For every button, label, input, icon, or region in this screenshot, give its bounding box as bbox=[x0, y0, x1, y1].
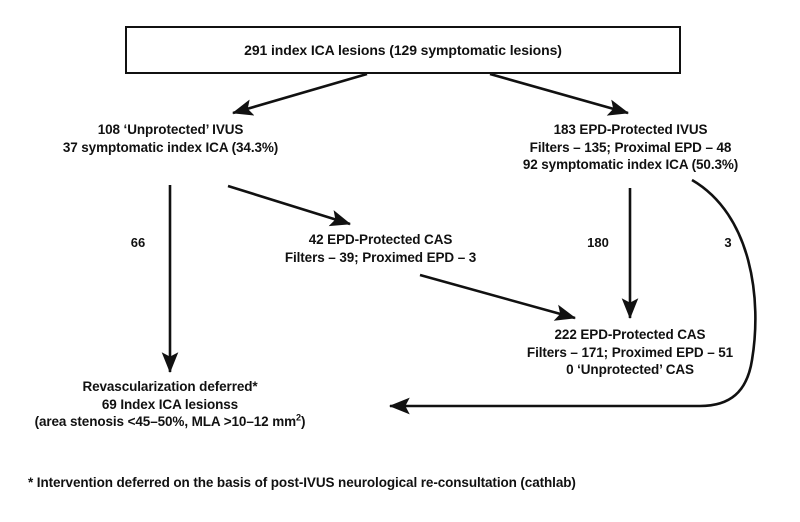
node-epd-protected-cas-222-line1: 222 EPD-Protected CAS bbox=[554, 327, 706, 342]
node-unprotected-ivus-line2: 37 symptomatic index ICA (34.3%) bbox=[62, 139, 279, 155]
connector-top-to-unprotected bbox=[232, 72, 368, 116]
node-epd-protected-cas-222-line3: 0 ‘Unprotected’ CAS bbox=[566, 362, 694, 378]
node-epd-protected-ivus-line3: 92 symptomatic index ICA (50.3%) bbox=[522, 157, 739, 173]
node-epd-protected-cas-42: 42 EPD-Protected CAS Filters – 39; Proxi… bbox=[248, 231, 513, 266]
deferred-criteria-post: ) bbox=[301, 414, 306, 430]
connector-unprotected-to-cas42 bbox=[227, 184, 351, 227]
node-revascularization-deferred-line1: Revascularization deferred* bbox=[82, 379, 258, 394]
node-epd-protected-cas-222-line2: Filters – 171; Proximed EPD – 51 bbox=[526, 344, 734, 360]
node-revascularization-deferred: Revascularization deferred* 69 Index ICA… bbox=[10, 378, 330, 431]
edge-label-left-down: 66 bbox=[130, 235, 146, 250]
node-index-ica-lesions-text: 291 index ICA lesions (129 symptomatic l… bbox=[244, 42, 562, 58]
node-epd-protected-cas-42-line2: Filters – 39; Proximed EPD – 3 bbox=[284, 249, 477, 265]
footnote-intervention-deferred: * Intervention deferred on the basis of … bbox=[28, 475, 576, 490]
connector-top-to-epd-ivus bbox=[489, 72, 630, 116]
edge-label-curve-right: 3 bbox=[724, 235, 732, 250]
node-epd-protected-ivus-line1: 183 EPD-Protected IVUS bbox=[553, 122, 708, 137]
node-epd-protected-cas-42-line1: 42 EPD-Protected CAS bbox=[308, 232, 453, 247]
node-index-ica-lesions: 291 index ICA lesions (129 symptomatic l… bbox=[125, 26, 681, 74]
node-unprotected-ivus-line1: 108 ‘Unprotected’ IVUS bbox=[97, 122, 244, 137]
connector-cas42-to-cas222 bbox=[419, 273, 577, 321]
node-epd-protected-ivus: 183 EPD-Protected IVUS Filters – 135; Pr… bbox=[478, 121, 783, 174]
edge-label-right-down: 180 bbox=[587, 235, 609, 250]
node-epd-protected-ivus-line2: Filters – 135; Proximal EPD – 48 bbox=[529, 139, 732, 155]
node-epd-protected-cas-222: 222 EPD-Protected CAS Filters – 171; Pro… bbox=[490, 326, 770, 379]
deferred-criteria-pre: (area stenosis <45–50%, MLA >10–12 mm bbox=[34, 414, 297, 430]
node-revascularization-deferred-line2: 69 Index ICA lesionss bbox=[101, 396, 239, 412]
deferred-criteria-superscript: 2 bbox=[296, 412, 302, 423]
node-revascularization-deferred-line3: (area stenosis <45–50%, MLA >10–12 mm2) bbox=[10, 413, 330, 431]
node-unprotected-ivus: 108 ‘Unprotected’ IVUS 37 symptomatic in… bbox=[18, 121, 323, 156]
